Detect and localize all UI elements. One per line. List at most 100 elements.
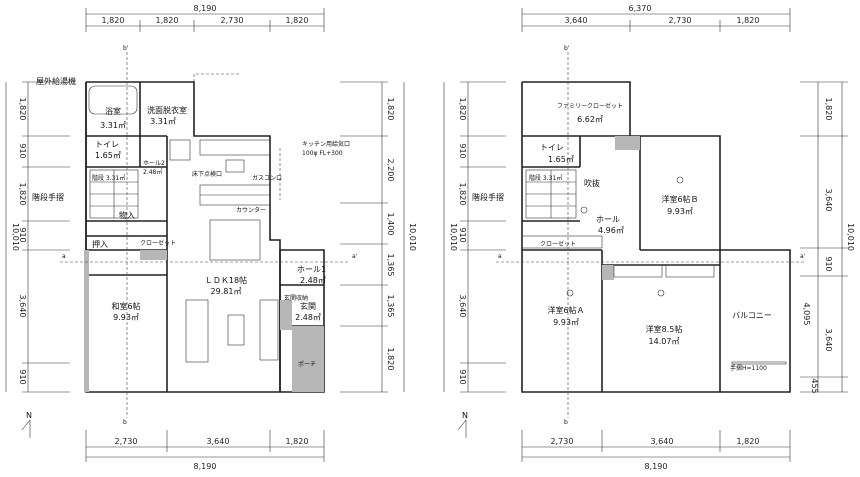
label-ldk-area: 29.81㎡ [211,287,242,296]
label-main-bedroom-area: 14.07㎡ [649,337,680,346]
label-kitchen-air-inlet: キッチン用給気口 [302,140,350,148]
ff-right-seg-1: 1,820 [386,98,395,121]
ff-left-seg-1: 1,820 [18,98,27,121]
label-washitsu-area: 9.93㎡ [113,313,139,322]
sf-bottom-seg-2: 3,640 [651,437,674,446]
ff-top-seg-4: 1,820 [286,16,309,25]
sf-left-seg-2: 910 [458,143,467,158]
sf-section-a: a [498,253,502,260]
sf-section-a-prime: a' [800,253,806,260]
label-entrance: 玄関 [300,301,316,311]
first-floor-stair [89,169,139,219]
label-ldk: ＬＤＫ18帖 [205,275,247,285]
label-sf-toilet-area: 1.65㎡ [548,155,574,164]
first-floor-top-dimensions: 8,190 1,820 1,820 2,730 1,820 [85,4,325,32]
second-floor-north-icon: N [457,411,468,438]
label-hall2: ホール2 [143,160,165,167]
label-floor-hatch: 床下点検口 [192,170,222,178]
first-floor-left-dimensions: 10,010 1,820 910 1,820 910 3,640 910 [5,81,70,393]
second-floor-right-dimensions: 1,820 3,640 910 4,095 3,640 455 10,010 [800,81,855,394]
sf-right-seg-5: 3,640 [824,329,833,352]
label-balcony: バルコニー [732,311,772,320]
ff-bottom-seg-3: 1,820 [286,437,309,446]
sf-right-seg-6: 455 [810,378,819,393]
first-floor-plan: 8,190 1,820 1,820 2,730 1,820 2,730 3,64… [5,4,417,471]
label-closet: 押入 [92,239,108,249]
label-washroom-area: 3.31㎡ [150,117,176,126]
label-bath-area: 3.31㎡ [100,121,126,130]
ff-section-b: b [123,419,127,426]
ff-left-seg-5: 3,640 [18,295,27,318]
ff-top-seg-3: 2,730 [221,16,244,25]
label-sf-hall: ホール [596,215,620,224]
sf-left-seg-6: 910 [458,369,467,384]
label-family-closet-area: 6.62㎡ [577,115,603,124]
first-floor-fixtures [88,73,281,363]
label-bedroom-b: 洋室6帖Ｂ [661,194,698,204]
ff-bottom-seg-2: 3,640 [207,437,230,446]
ff-top-seg-2: 1,820 [156,16,179,25]
sf-left-seg-5: 3,640 [458,295,467,318]
label-main-bedroom: 洋室8.5帖 [646,324,683,334]
label-gas-range: ガスコンロ [252,174,282,182]
ff-section-a: a [62,253,66,260]
second-floor-section-marks: a a' b' b [496,45,806,426]
label-bedroom-a: 洋室6帖Ａ [547,305,584,315]
first-floor-bottom-dimensions: 2,730 3,640 1,820 8,190 [85,430,325,471]
label-stair-rail: 階段手摺 [32,192,64,202]
ff-left-seg-2: 910 [18,143,27,158]
sf-top-seg-3: 1,820 [737,16,760,25]
ff-left-seg-4: 910 [18,227,27,242]
first-floor-right-dimensions: 1,820 2,200 1,400 1,365 1,365 1,820 10,0… [340,81,417,393]
ff-section-b-prime: b' [123,45,129,52]
label-shoe-storage: 玄関収納 [284,294,308,302]
sf-section-b-prime: b' [564,45,570,52]
label-washitsu: 和室6帖 [111,301,140,311]
label-entrance-area: 2.48㎡ [295,313,321,322]
label-outdoor-water-heater: 屋外給湯機 [36,76,76,86]
sf-north-label: N [462,411,468,420]
label-atrium: 吹抜 [584,178,600,188]
label-porch: ポーチ [298,360,316,368]
sf-right-seg-1: 1,820 [824,98,833,121]
label-hall2-area: 2.48㎡ [143,168,162,176]
ff-right-total: 10,010 [408,223,417,251]
second-floor-plan: 6,370 3,640 2,730 1,820 2,730 3,640 1,82… [443,4,855,471]
label-toilet-area: 1.65㎡ [95,151,121,160]
ff-left-total: 10,010 [11,223,20,251]
label-kitchen-air-inlet-spec: 100φ FL+300 [302,150,343,157]
ff-top-total: 8,190 [194,4,217,13]
second-floor-fixtures [521,169,787,365]
ff-north-label: N [26,411,32,420]
sf-left-seg-4: 910 [458,227,467,242]
ff-right-seg-4: 1,365 [386,254,395,277]
sf-top-seg-2: 2,730 [669,16,692,25]
first-floor-labels: 屋外給湯機 浴室 3.31㎡ 洗面脱衣室 3.31㎡ トイレ 1.65㎡ ホール… [32,76,350,368]
label-closet2: クローゼット [140,239,176,247]
label-sf-toilet: トイレ [540,143,564,152]
second-floor-top-dimensions: 6,370 3,640 2,730 1,820 [521,4,791,32]
ff-right-seg-2: 2,200 [386,159,395,182]
sf-top-total: 6,370 [629,4,652,13]
sf-section-b: b [564,419,568,426]
second-floor-stair [525,169,577,219]
sf-right-seg-3: 910 [824,256,833,271]
ff-right-seg-3: 1,400 [386,213,395,236]
label-railing: 手摺H=1100 [730,364,767,372]
sf-bottom-seg-1: 2,730 [551,437,574,446]
ff-bottom-total: 8,190 [194,462,217,471]
label-bedroom-a-area: 9.93㎡ [553,318,579,327]
sf-right-seg-2: 3,640 [824,189,833,212]
ff-bottom-seg-1: 2,730 [115,437,138,446]
ff-left-seg-3: 1,820 [18,183,27,206]
label-counter: カウンター [236,206,266,214]
sf-right-seg-4: 4,095 [802,303,811,326]
sf-right-total: 10,010 [846,223,855,251]
sf-left-seg-3: 1,820 [458,183,467,206]
ff-right-seg-6: 1,820 [386,348,395,371]
label-washroom: 洗面脱衣室 [147,105,187,115]
ff-top-seg-1: 1,820 [102,16,125,25]
ff-left-seg-6: 910 [18,369,27,384]
first-floor-section-marks: a a' b' b [60,45,358,426]
second-floor-bottom-dimensions: 2,730 3,640 1,820 8,190 [521,430,791,471]
